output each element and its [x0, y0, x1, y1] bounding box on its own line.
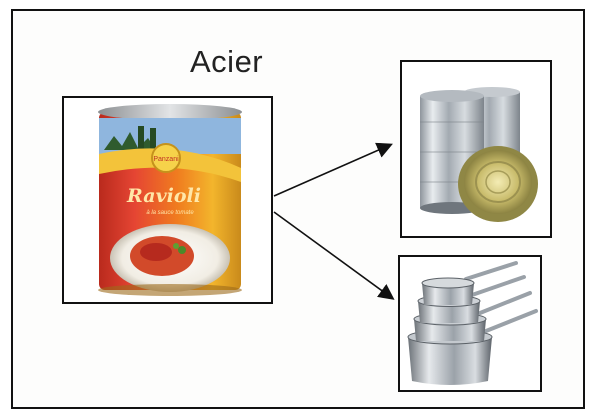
diagram-title: Acier	[190, 44, 264, 79]
brand-label: Panzani	[153, 156, 179, 163]
ravioli-can-icon: Panzani Ravioli à la sauce tomate	[98, 104, 242, 296]
product-subtitle: à la sauce tomate	[146, 210, 194, 216]
stainless-saucepans-icon	[407, 261, 538, 385]
recycled-item-pots-box	[398, 255, 542, 392]
product-label: Ravioli	[126, 185, 201, 207]
steel-tin-cans-icon	[420, 87, 538, 222]
recycled-item-cans-box	[400, 60, 552, 238]
source-box: Panzani Ravioli à la sauce tomate	[62, 96, 273, 304]
